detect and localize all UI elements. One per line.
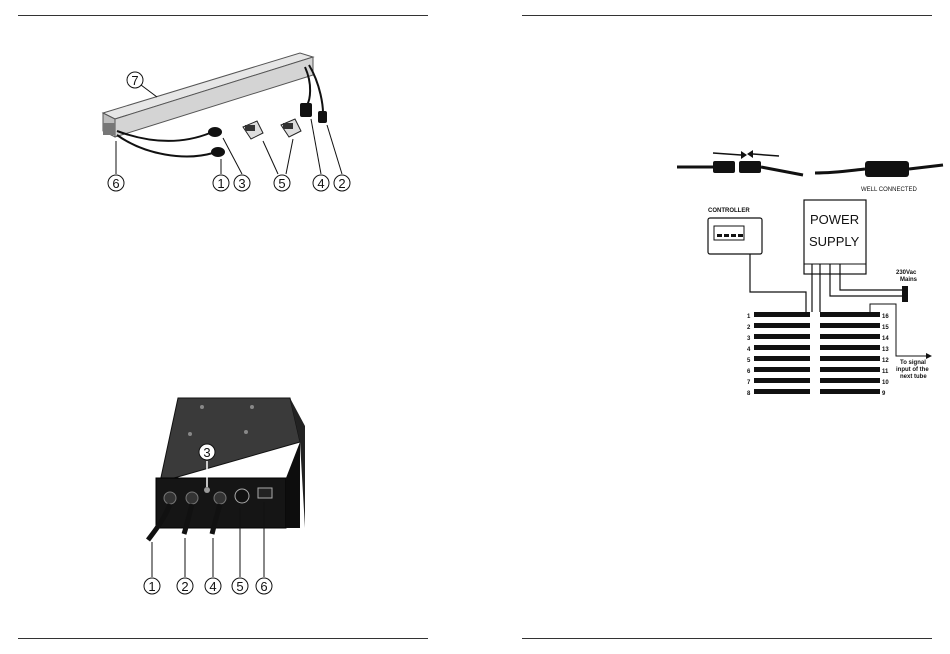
svg-text:13: 13 bbox=[882, 347, 889, 353]
svg-text:POWER: POWER bbox=[810, 212, 859, 227]
svg-text:CONTROLLER: CONTROLLER bbox=[708, 208, 750, 214]
controller-figure: 3 1 2 4 5 6 bbox=[140, 392, 310, 607]
svg-text:10: 10 bbox=[882, 380, 889, 386]
callout-1: 1 bbox=[213, 159, 229, 191]
controller-unit: CONTROLLER bbox=[708, 208, 762, 254]
svg-text:1: 1 bbox=[747, 314, 751, 320]
mounting-clip-b bbox=[281, 119, 301, 137]
callout-7: 7 bbox=[127, 72, 157, 97]
svg-text:2: 2 bbox=[338, 176, 345, 191]
left-tube-numbers: 1 2 3 4 5 6 7 8 bbox=[747, 314, 751, 397]
svg-text:7: 7 bbox=[131, 73, 138, 88]
right-tube-numbers: 16 15 14 13 12 11 10 9 bbox=[882, 314, 889, 397]
svg-text:3: 3 bbox=[203, 445, 210, 460]
callout-1: 1 bbox=[144, 542, 160, 594]
svg-text:3: 3 bbox=[747, 336, 751, 342]
signal-label-2: input of the bbox=[896, 367, 929, 373]
svg-text:14: 14 bbox=[882, 336, 889, 342]
svg-text:6: 6 bbox=[747, 369, 751, 375]
bottom-rule-left bbox=[18, 638, 428, 639]
svg-text:5: 5 bbox=[278, 176, 285, 191]
callout-4: 4 bbox=[205, 538, 221, 594]
bottom-rule-right bbox=[522, 638, 932, 639]
mounting-clip-a bbox=[243, 121, 263, 139]
svg-text:3: 3 bbox=[238, 176, 245, 191]
top-rule-right bbox=[522, 15, 932, 16]
mains-label-2: Mains bbox=[900, 277, 918, 283]
power-supply-unit: POWER SUPPLY bbox=[804, 200, 866, 274]
svg-text:4: 4 bbox=[747, 347, 751, 353]
svg-text:12: 12 bbox=[882, 358, 889, 364]
svg-text:1: 1 bbox=[217, 176, 224, 191]
svg-text:4: 4 bbox=[317, 176, 324, 191]
svg-text:2: 2 bbox=[747, 325, 751, 331]
wiring-diagram: CONTROLLER POWER SUPPLY 230Vac Mains To … bbox=[740, 200, 940, 400]
connector-figure: WELL CONNECTED bbox=[675, 145, 945, 195]
controller-box bbox=[156, 398, 305, 528]
svg-text:1: 1 bbox=[148, 579, 155, 594]
svg-text:8: 8 bbox=[747, 391, 751, 397]
plug-connector-3 bbox=[208, 127, 222, 137]
svg-text:SUPPLY: SUPPLY bbox=[809, 234, 860, 249]
svg-text:2: 2 bbox=[181, 579, 188, 594]
plug-connector-1 bbox=[211, 147, 225, 157]
svg-text:7: 7 bbox=[747, 380, 751, 386]
connector-4 bbox=[300, 103, 312, 117]
svg-text:5: 5 bbox=[747, 358, 751, 364]
svg-text:11: 11 bbox=[882, 369, 889, 375]
svg-text:6: 6 bbox=[260, 579, 267, 594]
callout-4: 4 bbox=[311, 119, 329, 191]
signal-label-1: To signal bbox=[900, 360, 926, 366]
signal-label-3: next tube bbox=[900, 374, 927, 380]
svg-text:4: 4 bbox=[209, 579, 216, 594]
top-rule-left bbox=[18, 15, 428, 16]
svg-text:15: 15 bbox=[882, 325, 889, 331]
tube-figure: 7 6 1 3 5 4 2 bbox=[95, 45, 355, 185]
callout-6: 6 bbox=[108, 141, 124, 191]
mains-label-1: 230Vac bbox=[896, 270, 917, 276]
tube-rows bbox=[754, 312, 880, 394]
callout-2: 2 bbox=[177, 538, 193, 594]
svg-text:16: 16 bbox=[882, 314, 889, 320]
callout-5: 5 bbox=[263, 139, 293, 191]
svg-text:9: 9 bbox=[882, 391, 886, 397]
connector-2 bbox=[318, 111, 327, 123]
connector-caption: WELL CONNECTED bbox=[861, 187, 917, 193]
callout-2: 2 bbox=[327, 125, 350, 191]
svg-text:5: 5 bbox=[236, 579, 243, 594]
svg-text:6: 6 bbox=[112, 176, 119, 191]
